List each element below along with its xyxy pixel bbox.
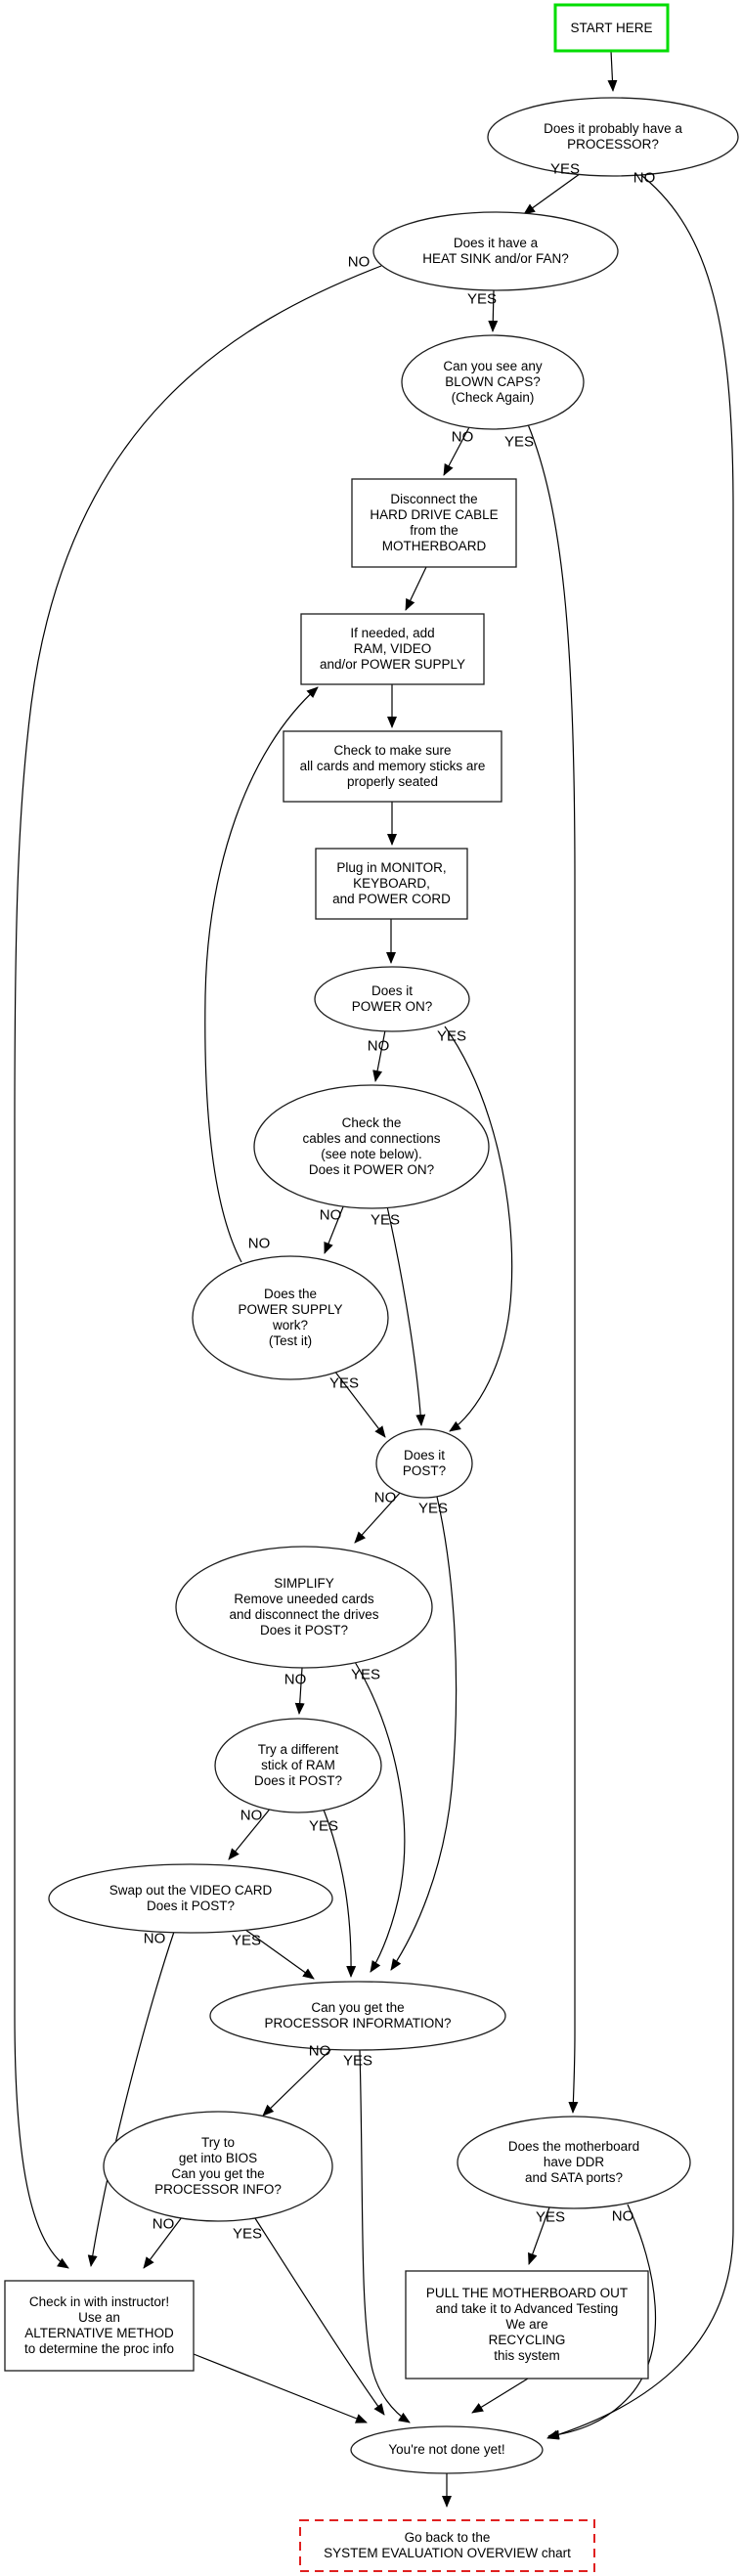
node-seated-shape (283, 730, 502, 803)
edge-heatsink-caps (488, 289, 499, 332)
node-notdone-shape (350, 2425, 544, 2474)
edge-cables-post (386, 1205, 426, 1426)
edge-processor-heatsink (523, 170, 585, 215)
node-addram-shape (300, 613, 485, 685)
node-poweron-shape (314, 966, 470, 1032)
edge-video-procinfo (240, 1926, 315, 1980)
edge-post-procinfo (390, 1496, 458, 1971)
edge-start-processor (607, 50, 618, 92)
edge-cables-psu (324, 1203, 345, 1254)
node-post-shape (375, 1428, 473, 1499)
edge-psu-addram (204, 686, 319, 1263)
node-simplify-shape (175, 1546, 433, 1669)
edge-bios-notdone (252, 2214, 385, 2416)
edge-poweron-post (444, 1026, 513, 1432)
node-instructor-shape (4, 2280, 195, 2372)
node-disconnect-shape (351, 478, 517, 568)
edge-ddr-notdone (547, 2204, 657, 2440)
edge-ram-video (228, 1806, 273, 1860)
node-processor-shape (487, 97, 739, 177)
edge-procinfo-bios (262, 2046, 334, 2117)
edge-heatsink-instructor (14, 265, 382, 2269)
node-caps-shape (401, 334, 585, 430)
node-plugin-shape (315, 848, 468, 920)
edge-processor-notdone (546, 171, 734, 2440)
node-heatsink-shape (372, 211, 619, 291)
edge-disconnect-addram (405, 566, 427, 611)
edge-caps-ddr (527, 423, 579, 2114)
node-pull-shape (405, 2270, 649, 2380)
edge-psu-post (333, 1370, 386, 1438)
edge-instructor-notdone (193, 2353, 368, 2423)
node-ddr-shape (457, 2116, 691, 2209)
node-cables-shape (253, 1084, 490, 1209)
edge-caps-disconnect (443, 426, 470, 476)
node-psu-shape (192, 1255, 389, 1380)
node-procinfo-shape (209, 1981, 506, 2051)
edge-procinfo-notdone (359, 2049, 411, 2423)
node-goback-shape (299, 2519, 595, 2572)
edge-poweron-cables (372, 1029, 386, 1082)
edge-ddr-pull (528, 2206, 550, 2265)
node-ram-shape (214, 1718, 382, 1813)
edge-ram-procinfo (323, 1809, 357, 1978)
edge-video-instructor (87, 1931, 175, 2267)
node-bios-shape (103, 2111, 333, 2222)
edge-simplify-procinfo (354, 1661, 406, 1973)
node-start-shape (553, 3, 670, 53)
edge-pull-notdone (471, 2378, 529, 2414)
edge-bios-instructor (143, 2216, 183, 2269)
edge-post-simplify (354, 1491, 402, 1544)
edge-simplify-ram (294, 1667, 305, 1715)
node-video-shape (48, 1863, 333, 1934)
